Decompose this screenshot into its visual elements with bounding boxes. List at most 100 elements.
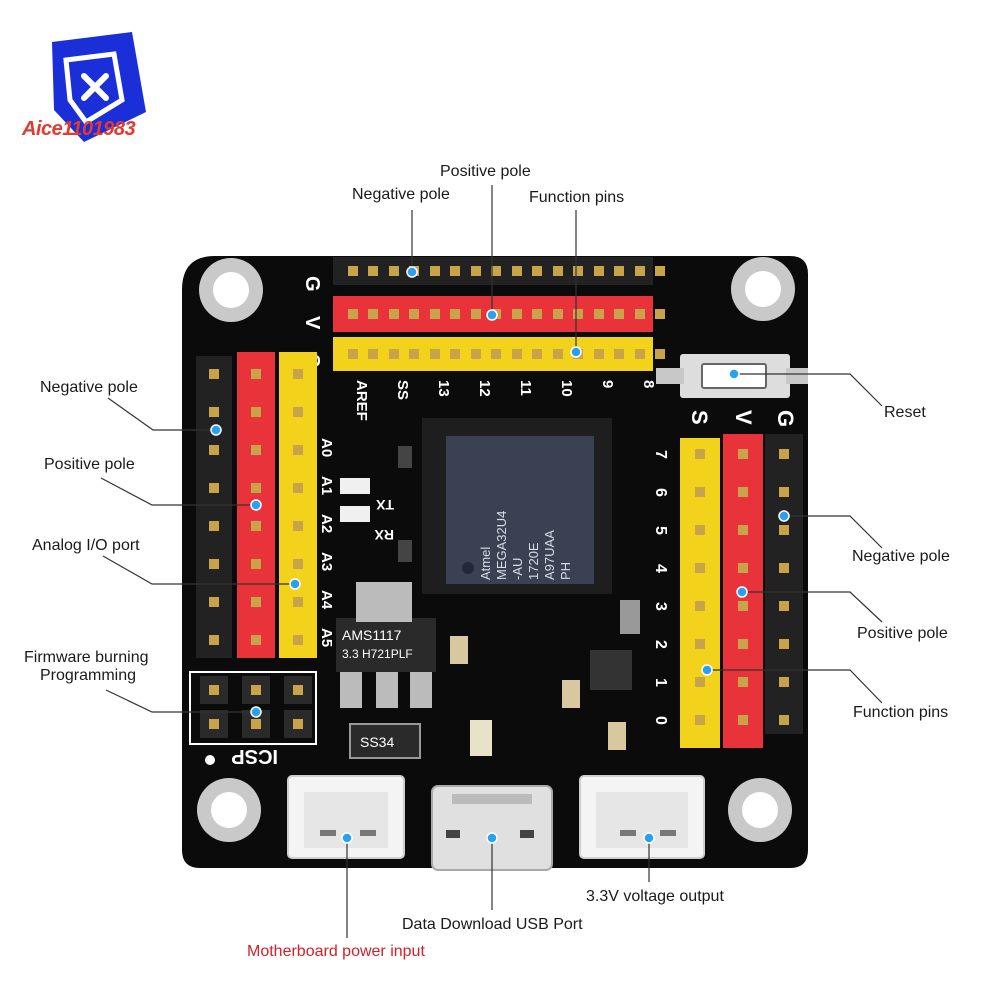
dot-left-negative (210, 424, 222, 436)
top-pin (368, 349, 378, 359)
output-33v-connector (579, 775, 705, 859)
label-power-input: Motherboard power input (247, 943, 425, 960)
right-pin-label: 4 (652, 564, 669, 573)
right-pin (695, 525, 705, 535)
top-pin (532, 266, 542, 276)
chip-marking: A97UAA (542, 530, 557, 580)
top-pin (409, 309, 419, 319)
top-pin (471, 266, 481, 276)
right-pin-grid (695, 449, 789, 725)
top-pin (430, 266, 440, 276)
chip-marking: PH (558, 562, 573, 580)
diode-text: SS34 (360, 734, 394, 750)
right-pin (738, 449, 748, 459)
left-header-signal (279, 352, 317, 658)
right-pin-label: 1 (652, 678, 669, 687)
right-header-letter-v: V (731, 410, 756, 425)
top-pin (389, 349, 399, 359)
dot-33v (643, 832, 655, 844)
icsp-pin (293, 719, 303, 729)
label-firmware-burning: Firmware burning (24, 649, 149, 666)
left-pin (209, 407, 219, 417)
top-pin (655, 309, 665, 319)
right-pin-label: 0 (652, 716, 669, 725)
small-components (340, 446, 640, 756)
right-header-letter-g: G (773, 410, 798, 427)
dot-right-function (701, 664, 713, 676)
left-pin-label: A1 (318, 476, 335, 495)
top-pin-label: 9 (599, 380, 616, 388)
left-pin-label: A3 (318, 552, 335, 571)
chip-marking: -AU (510, 558, 525, 580)
left-pin (293, 407, 303, 417)
top-pin (655, 349, 665, 359)
top-pin (553, 266, 563, 276)
top-pin-label: 12 (476, 380, 493, 397)
label-top-function-pins: Function pins (529, 189, 625, 206)
right-pin (738, 563, 748, 573)
left-pin (209, 597, 219, 607)
left-pin (251, 445, 261, 455)
dot-left-analog (289, 578, 301, 590)
top-pin (594, 349, 604, 359)
left-pin-grid (209, 369, 303, 645)
shield-x-icon (52, 32, 146, 142)
right-pin (695, 715, 705, 725)
label-right-positive-pole: Positive pole (857, 625, 948, 642)
left-pin (209, 445, 219, 455)
left-pin (251, 559, 261, 569)
label-top-negative-pole: Negative pole (352, 186, 450, 203)
led-label-rx: RX (374, 527, 394, 543)
led-label-tx: TX (375, 497, 394, 513)
top-pin (471, 349, 481, 359)
chip-marking: Atmel (478, 547, 493, 580)
top-pin (614, 349, 624, 359)
right-header-signal (680, 438, 720, 748)
right-pin (738, 525, 748, 535)
top-pin (348, 349, 358, 359)
left-pin-label: A4 (318, 590, 335, 610)
left-pin (209, 483, 219, 493)
label-33v-output: 3.3V voltage output (586, 888, 724, 905)
mcu-chip (422, 418, 612, 594)
header-letter-g: G (301, 276, 323, 292)
top-pin (532, 349, 542, 359)
top-pin-label: 10 (558, 380, 575, 397)
right-pin (779, 677, 789, 687)
left-pin (209, 559, 219, 569)
top-pin (389, 309, 399, 319)
icsp-pin (209, 685, 219, 695)
voltage-regulator (336, 582, 436, 708)
right-pin (738, 601, 748, 611)
top-pin (348, 309, 358, 319)
top-pin (409, 349, 419, 359)
label-reset: Reset (884, 404, 926, 421)
top-pin (512, 349, 522, 359)
top-pin (635, 266, 645, 276)
right-pin (695, 677, 705, 687)
top-pin (348, 266, 358, 276)
top-pin (471, 309, 481, 319)
right-pin (738, 487, 748, 497)
right-pin-label: 2 (652, 640, 669, 649)
dot-left-icsp (250, 706, 262, 718)
right-pin (779, 563, 789, 573)
top-pin (430, 349, 440, 359)
left-header-ground (196, 356, 232, 658)
top-pin (491, 349, 501, 359)
top-pin (635, 349, 645, 359)
right-pin (779, 525, 789, 535)
top-pin (368, 309, 378, 319)
right-pin (738, 715, 748, 725)
top-pin (594, 309, 604, 319)
dot-right-positive (736, 586, 748, 598)
right-pin (695, 563, 705, 573)
label-left-negative-pole: Negative pole (40, 379, 138, 396)
label-analog-io-port: Analog I/O port (32, 537, 140, 554)
left-pin (209, 521, 219, 531)
left-pin (293, 483, 303, 493)
right-pin (738, 677, 748, 687)
icsp-label: ICSP (231, 745, 278, 767)
